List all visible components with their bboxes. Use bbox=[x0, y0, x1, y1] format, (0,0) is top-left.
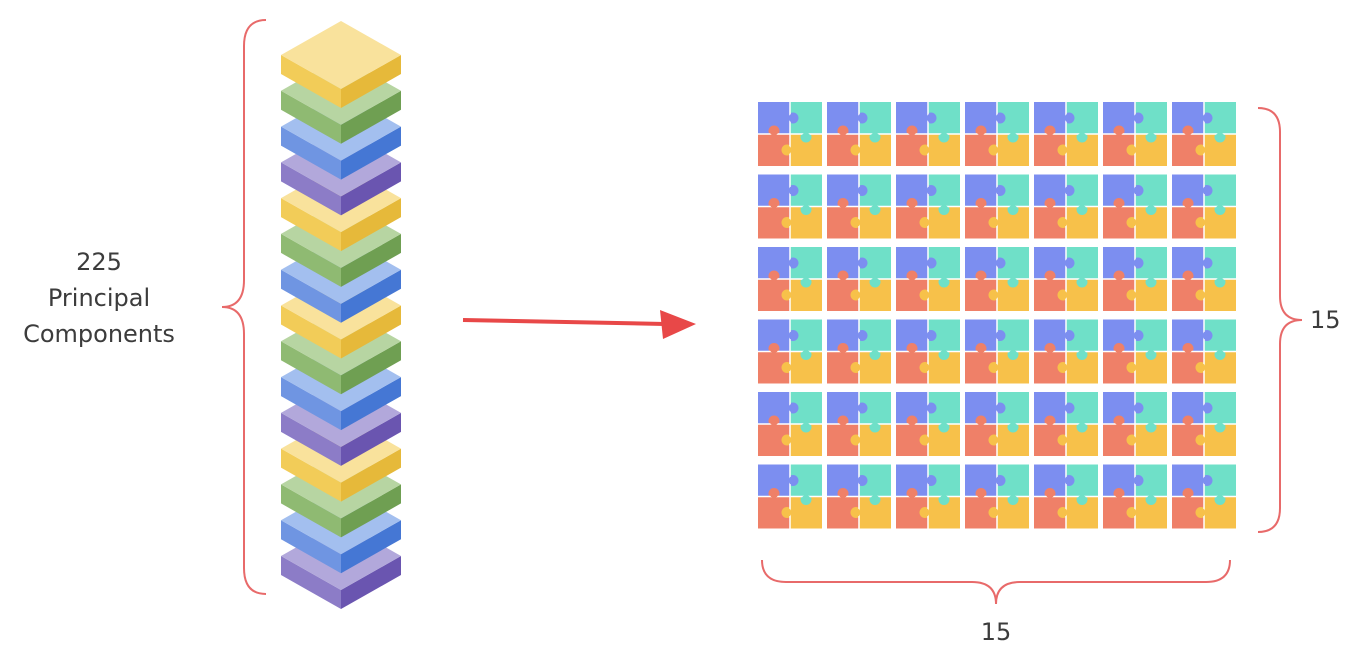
puzzle-tile bbox=[827, 247, 891, 311]
puzzle-tile bbox=[758, 247, 822, 311]
stack-label-principal: Principal bbox=[48, 284, 150, 312]
component-stack bbox=[281, 21, 401, 609]
puzzle-tile bbox=[1034, 319, 1098, 384]
puzzle-tile bbox=[965, 319, 1029, 384]
puzzle-tile bbox=[965, 464, 1029, 529]
grid-columns-label: 15 bbox=[981, 618, 1012, 646]
grid-brace-right bbox=[1257, 107, 1303, 533]
puzzle-tile bbox=[1103, 247, 1167, 311]
puzzle-tile bbox=[896, 392, 960, 456]
puzzle-tile bbox=[758, 102, 822, 166]
puzzle-tile bbox=[1034, 464, 1098, 529]
puzzle-tile bbox=[827, 102, 891, 166]
puzzle-tile bbox=[827, 174, 891, 239]
puzzle-tile bbox=[1172, 174, 1236, 239]
puzzle-tile bbox=[896, 464, 960, 529]
puzzle-tile bbox=[965, 174, 1029, 239]
puzzle-tile bbox=[1103, 174, 1167, 239]
puzzle-tile bbox=[1034, 102, 1098, 166]
puzzle-tile bbox=[965, 392, 1029, 456]
puzzle-tile bbox=[827, 392, 891, 456]
puzzle-tile bbox=[965, 247, 1029, 311]
puzzle-tile bbox=[1172, 392, 1236, 456]
puzzle-grid bbox=[758, 102, 1236, 529]
puzzle-tile bbox=[896, 247, 960, 311]
stack-layer-yellow bbox=[281, 21, 401, 108]
puzzle-tile bbox=[758, 464, 822, 529]
stack-label-components: Components bbox=[23, 320, 175, 348]
puzzle-tile bbox=[1172, 464, 1236, 529]
puzzle-tile bbox=[758, 174, 822, 239]
puzzle-tile bbox=[1103, 392, 1167, 456]
puzzle-tile bbox=[1172, 319, 1236, 384]
puzzle-tile bbox=[758, 392, 822, 456]
puzzle-tile bbox=[896, 174, 960, 239]
puzzle-tile bbox=[827, 319, 891, 384]
puzzle-tile bbox=[896, 102, 960, 166]
stack-brace bbox=[221, 19, 267, 595]
puzzle-tile bbox=[1103, 102, 1167, 166]
puzzle-tile bbox=[827, 464, 891, 529]
puzzle-tile bbox=[1172, 102, 1236, 166]
puzzle-tile bbox=[758, 319, 822, 384]
puzzle-tile bbox=[1172, 247, 1236, 311]
stack-label-count: 225 bbox=[76, 248, 122, 276]
puzzle-tile bbox=[896, 319, 960, 384]
puzzle-tile bbox=[1103, 319, 1167, 384]
puzzle-tile bbox=[1034, 392, 1098, 456]
puzzle-tile bbox=[1034, 247, 1098, 311]
grid-rows-label: 15 bbox=[1310, 306, 1341, 334]
puzzle-tile bbox=[965, 102, 1029, 166]
puzzle-tile bbox=[1103, 464, 1167, 529]
puzzle-tile bbox=[1034, 174, 1098, 239]
grid-brace-bottom bbox=[761, 559, 1231, 605]
transform-arrow bbox=[462, 310, 696, 339]
